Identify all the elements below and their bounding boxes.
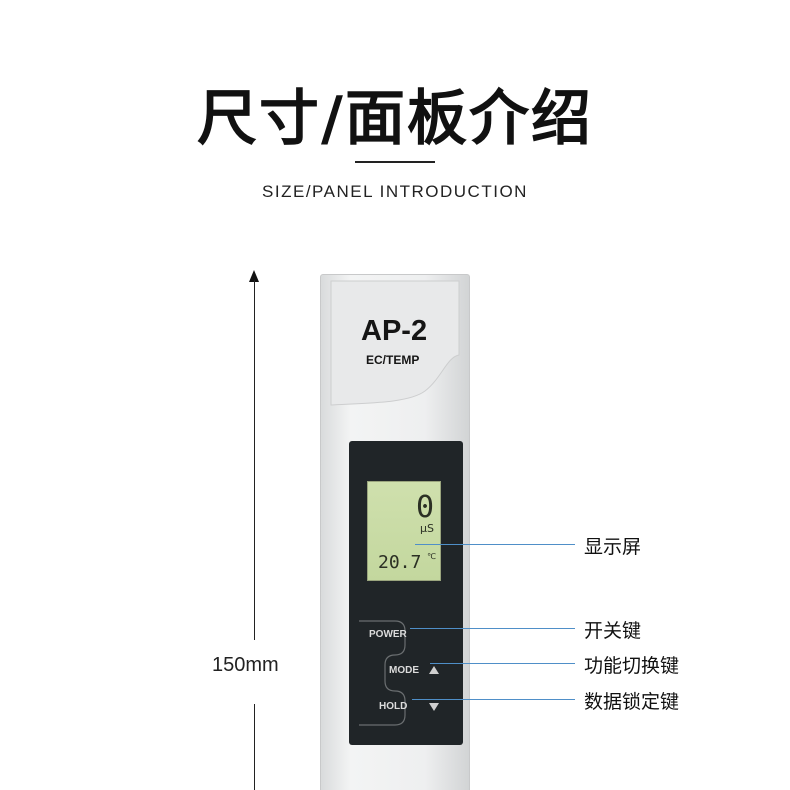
up-arrow-icon <box>429 666 439 674</box>
dimension-line-bottom <box>254 704 255 790</box>
model-subtitle: EC/TEMP <box>366 353 420 367</box>
dimension-label: 150mm <box>212 654 279 676</box>
lcd-temp-value: 20.7 <box>378 552 422 573</box>
tester-device: AP-2 EC/TEMP 0 μS 20.7 ℃ POWER MODE HOLD <box>320 274 470 790</box>
page-subtitle: SIZE/PANEL INTRODUCTION <box>262 182 528 201</box>
hold-button[interactable]: HOLD <box>379 701 408 712</box>
button-outline-shape <box>359 620 406 726</box>
mode-callout-line <box>430 663 575 664</box>
display-callout-line <box>415 544 575 545</box>
hold-callout-line <box>412 699 575 700</box>
lcd-temp-unit: ℃ <box>427 552 436 561</box>
lcd-main-value: 0 <box>415 490 434 525</box>
down-arrow-icon <box>429 703 439 711</box>
device-cap-shape <box>330 280 460 406</box>
dimension-line-top <box>254 280 255 640</box>
display-callout-label: 显示屏 <box>584 536 642 558</box>
dimension-arrow-icon <box>249 270 259 282</box>
model-name: AP-2 <box>361 315 428 347</box>
power-callout-label: 开关键 <box>584 620 642 642</box>
page-title: 尺寸/面板介绍 <box>197 84 593 154</box>
control-panel: 0 μS 20.7 ℃ POWER MODE HOLD <box>349 441 463 745</box>
lcd-main-unit: μS <box>420 522 434 535</box>
mode-callout-label: 功能切换键 <box>584 655 680 677</box>
hold-callout-label: 数据锁定键 <box>584 691 680 713</box>
title-divider <box>355 161 435 163</box>
mode-button[interactable]: MODE <box>389 665 419 676</box>
power-button[interactable]: POWER <box>369 629 407 640</box>
lcd-display: 0 μS 20.7 ℃ <box>367 481 441 581</box>
power-callout-line <box>410 628 575 629</box>
